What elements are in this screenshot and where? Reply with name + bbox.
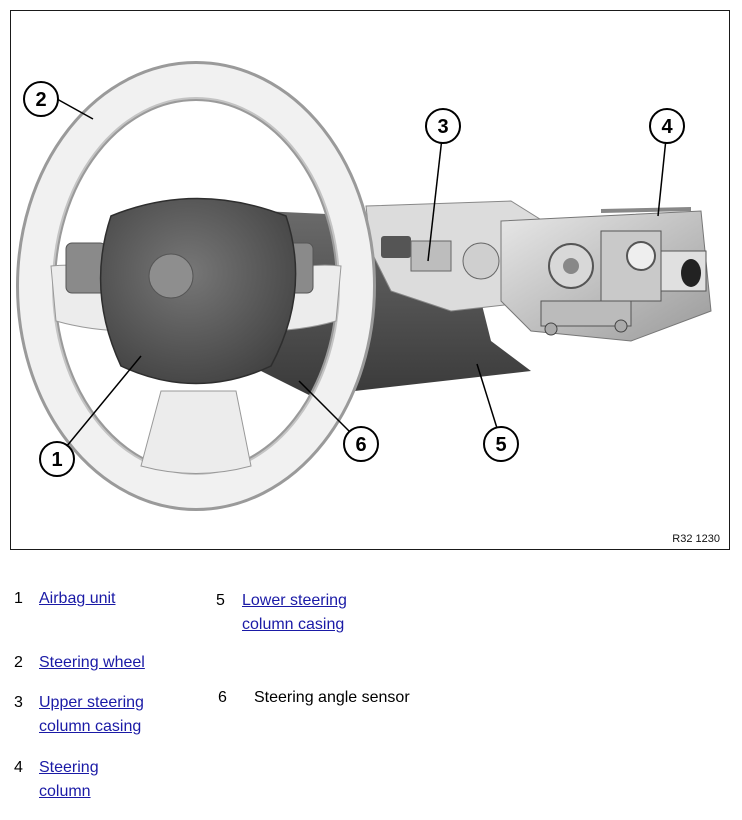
callout-1: 1 — [39, 441, 75, 477]
figure-id-label: R32 1230 — [672, 533, 720, 545]
legend-number-5: 5 — [216, 592, 225, 609]
callout-3: 3 — [425, 108, 461, 144]
legend-link-airbag-unit[interactable]: Airbag unit — [39, 590, 116, 607]
diagram-frame: 1 2 3 4 5 6 R32 1230 — [10, 10, 730, 550]
callout-4: 4 — [649, 108, 685, 144]
legend-link-steering-wheel[interactable]: Steering wheel — [39, 654, 145, 671]
callout-6: 6 — [343, 426, 379, 462]
steering-column-shape — [500, 207, 712, 342]
legend-link-steering-column[interactable]: Steering column — [39, 759, 99, 800]
svg-text:6: 6 — [355, 434, 366, 456]
steering-assembly-illustration: 1 2 3 4 5 6 — [16, 61, 712, 511]
legend-number-6: 6 — [218, 689, 227, 706]
legend-number-2: 2 — [14, 654, 23, 671]
legend-number-4: 4 — [14, 759, 23, 776]
legend-number-1: 1 — [14, 590, 23, 607]
legend-link-lower-steering-column-casing[interactable]: Lower steering column casing — [242, 592, 347, 633]
svg-text:3: 3 — [437, 116, 448, 138]
steering-wheel-shape — [16, 61, 376, 511]
legend-text-steering-angle-sensor: Steering angle sensor — [254, 689, 410, 706]
svg-text:1: 1 — [51, 449, 62, 471]
svg-text:2: 2 — [35, 89, 46, 111]
callout-5: 5 — [483, 426, 519, 462]
airbag-unit-shape — [99, 197, 297, 385]
legend-link-upper-steering-column-casing[interactable]: Upper steering column casing — [39, 694, 144, 735]
svg-text:5: 5 — [495, 434, 506, 456]
callout-2: 2 — [23, 81, 59, 117]
svg-text:4: 4 — [661, 116, 673, 138]
legend-number-3: 3 — [14, 694, 23, 711]
